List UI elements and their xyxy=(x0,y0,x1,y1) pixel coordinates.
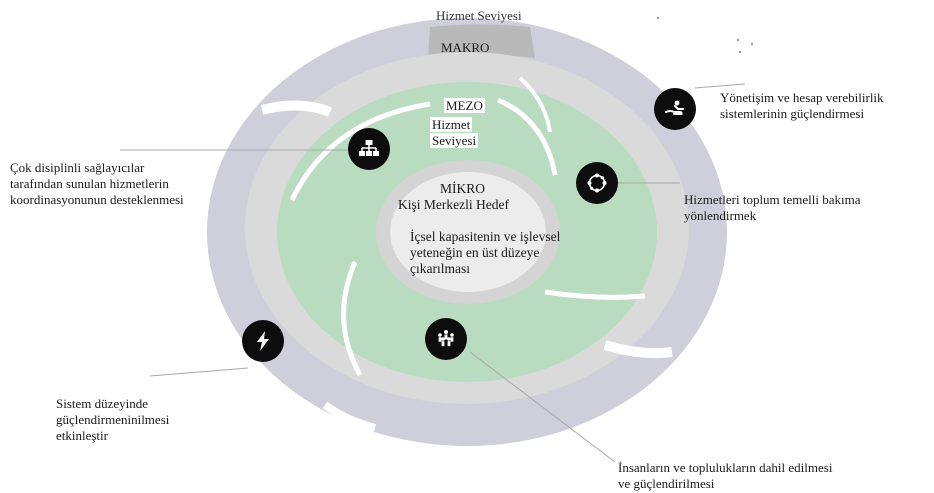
meso-sub-2: Seviyesi xyxy=(430,133,479,148)
micro-desc-3: çıkarılması xyxy=(410,261,470,276)
green-arc xyxy=(341,261,363,377)
governance-label-2: sistemlerinin güçlendirmesi xyxy=(720,106,865,121)
green-arc xyxy=(518,76,552,133)
circle-network-icon-glyph xyxy=(587,173,607,193)
ring-separator xyxy=(603,340,673,359)
decor-dot xyxy=(656,16,660,20)
micro-title: MİKRO xyxy=(440,181,486,196)
ring-separator xyxy=(322,401,377,432)
system-label-2: güçlendirmeninilmesi xyxy=(56,412,170,427)
meso-sub-1: Hizmet xyxy=(430,117,473,132)
people-group-icon-glyph xyxy=(438,330,454,347)
center-disc xyxy=(390,172,546,292)
coordination-label-3: koordinasyonunun desteklenmesi xyxy=(10,192,184,207)
connector-governance xyxy=(694,83,746,89)
micro-desc-2: yeteneğin en üst düzeye xyxy=(410,245,540,260)
governance-label-1: Yönetişim ve hesap verebilirlik xyxy=(720,90,884,105)
org-chart-icon-glyph xyxy=(359,140,379,156)
macro-band xyxy=(428,24,535,58)
people-group-icon xyxy=(425,318,467,360)
coordination-label-1: Çok disiplinli sağlayıcılar xyxy=(10,160,145,175)
macro-top-label: Hizmet Seviyesi xyxy=(436,8,522,23)
people-label-2: ve güçlendirilmesi xyxy=(618,476,715,491)
connector-system xyxy=(149,367,249,377)
lightning-bolt-icon xyxy=(242,320,284,362)
org-chart-icon xyxy=(348,128,390,170)
circle-network-icon xyxy=(576,162,618,204)
green-arc xyxy=(289,101,431,202)
community-label-1: Hizmetleri toplum temelli bakıma xyxy=(684,192,861,207)
green-arc xyxy=(497,97,558,176)
micro-desc-1: İçsel kapasitenin ve işlevsel xyxy=(410,229,561,244)
meso-title: MEZO xyxy=(444,98,485,113)
system-label-1: Sistem düzeyinde xyxy=(56,396,149,411)
decor-dot xyxy=(736,38,740,42)
system-label-3: etkinleştir xyxy=(56,428,108,443)
people-label-1: İnsanların ve toplulukların dahil edilme… xyxy=(618,460,833,475)
decor-dot xyxy=(738,50,742,54)
decor-dot xyxy=(750,42,754,46)
macro-label: MAKRO xyxy=(441,40,490,55)
lightning-bolt-icon-glyph xyxy=(257,331,269,351)
connector-people xyxy=(469,351,616,463)
hand-with-person-icon xyxy=(654,88,696,130)
community-label-2: yönlendirmek xyxy=(684,208,757,223)
coordination-label-2: tarafından sunulan hizmetlerin xyxy=(10,176,169,191)
hand-with-person-icon-glyph xyxy=(665,100,684,115)
green-arc xyxy=(544,289,646,300)
micro-subtitle: Kişi Merkezli Hedef xyxy=(398,197,509,212)
ring-separator xyxy=(260,100,332,117)
